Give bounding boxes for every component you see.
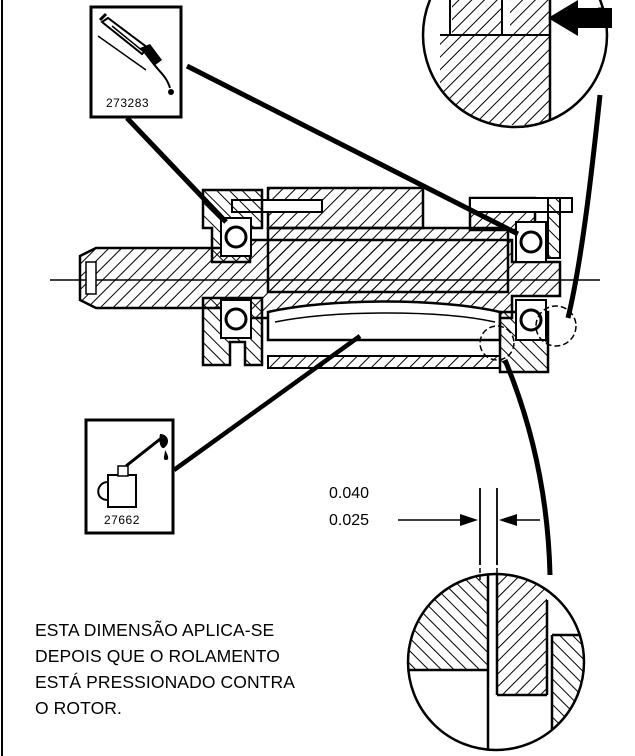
bearing-left-bottom — [220, 299, 252, 339]
oil-can-icon — [97, 434, 169, 508]
note-line: O ROTOR. — [35, 698, 123, 718]
clearance-dimension: 0.040 0.025 — [329, 485, 540, 565]
leader-273283-right — [185, 63, 520, 237]
rotor-assembly-cross-section — [50, 186, 600, 374]
note-line: ESTA DIMENSÃO APLICA-SE — [35, 620, 275, 640]
note-line: ESTÁ PRESSIONADO CONTRA — [35, 672, 295, 692]
grease-gun-icon — [97, 12, 174, 95]
bearing-left-top — [220, 217, 252, 257]
clearance-magnified-view — [406, 560, 586, 752]
leader-273283-left — [125, 116, 228, 224]
tool-box-27662: 27662 — [84, 418, 175, 535]
bearing-right-top — [515, 221, 547, 263]
detail-a-arrow — [548, 0, 612, 36]
clearance-min-value: 0.025 — [329, 512, 369, 529]
leader-27662 — [172, 334, 362, 472]
detail-marker-clearance — [479, 325, 515, 361]
detail-marker-a — [535, 305, 577, 347]
note-line: DEPOIS QUE O ROLAMENTO — [35, 646, 280, 666]
bearing-right-bottom — [515, 299, 547, 341]
detail-a-leader — [565, 94, 603, 319]
tool-box-273283: 273283 — [89, 5, 183, 119]
clearance-leader — [502, 359, 553, 576]
detail-a-letter: A — [590, 2, 612, 35]
detail-a-magnified-view: A — [421, 0, 612, 129]
tool-part-number: 27662 — [104, 513, 140, 527]
clearance-max-value: 0.040 — [329, 485, 369, 502]
tool-part-number: 273283 — [106, 96, 149, 110]
